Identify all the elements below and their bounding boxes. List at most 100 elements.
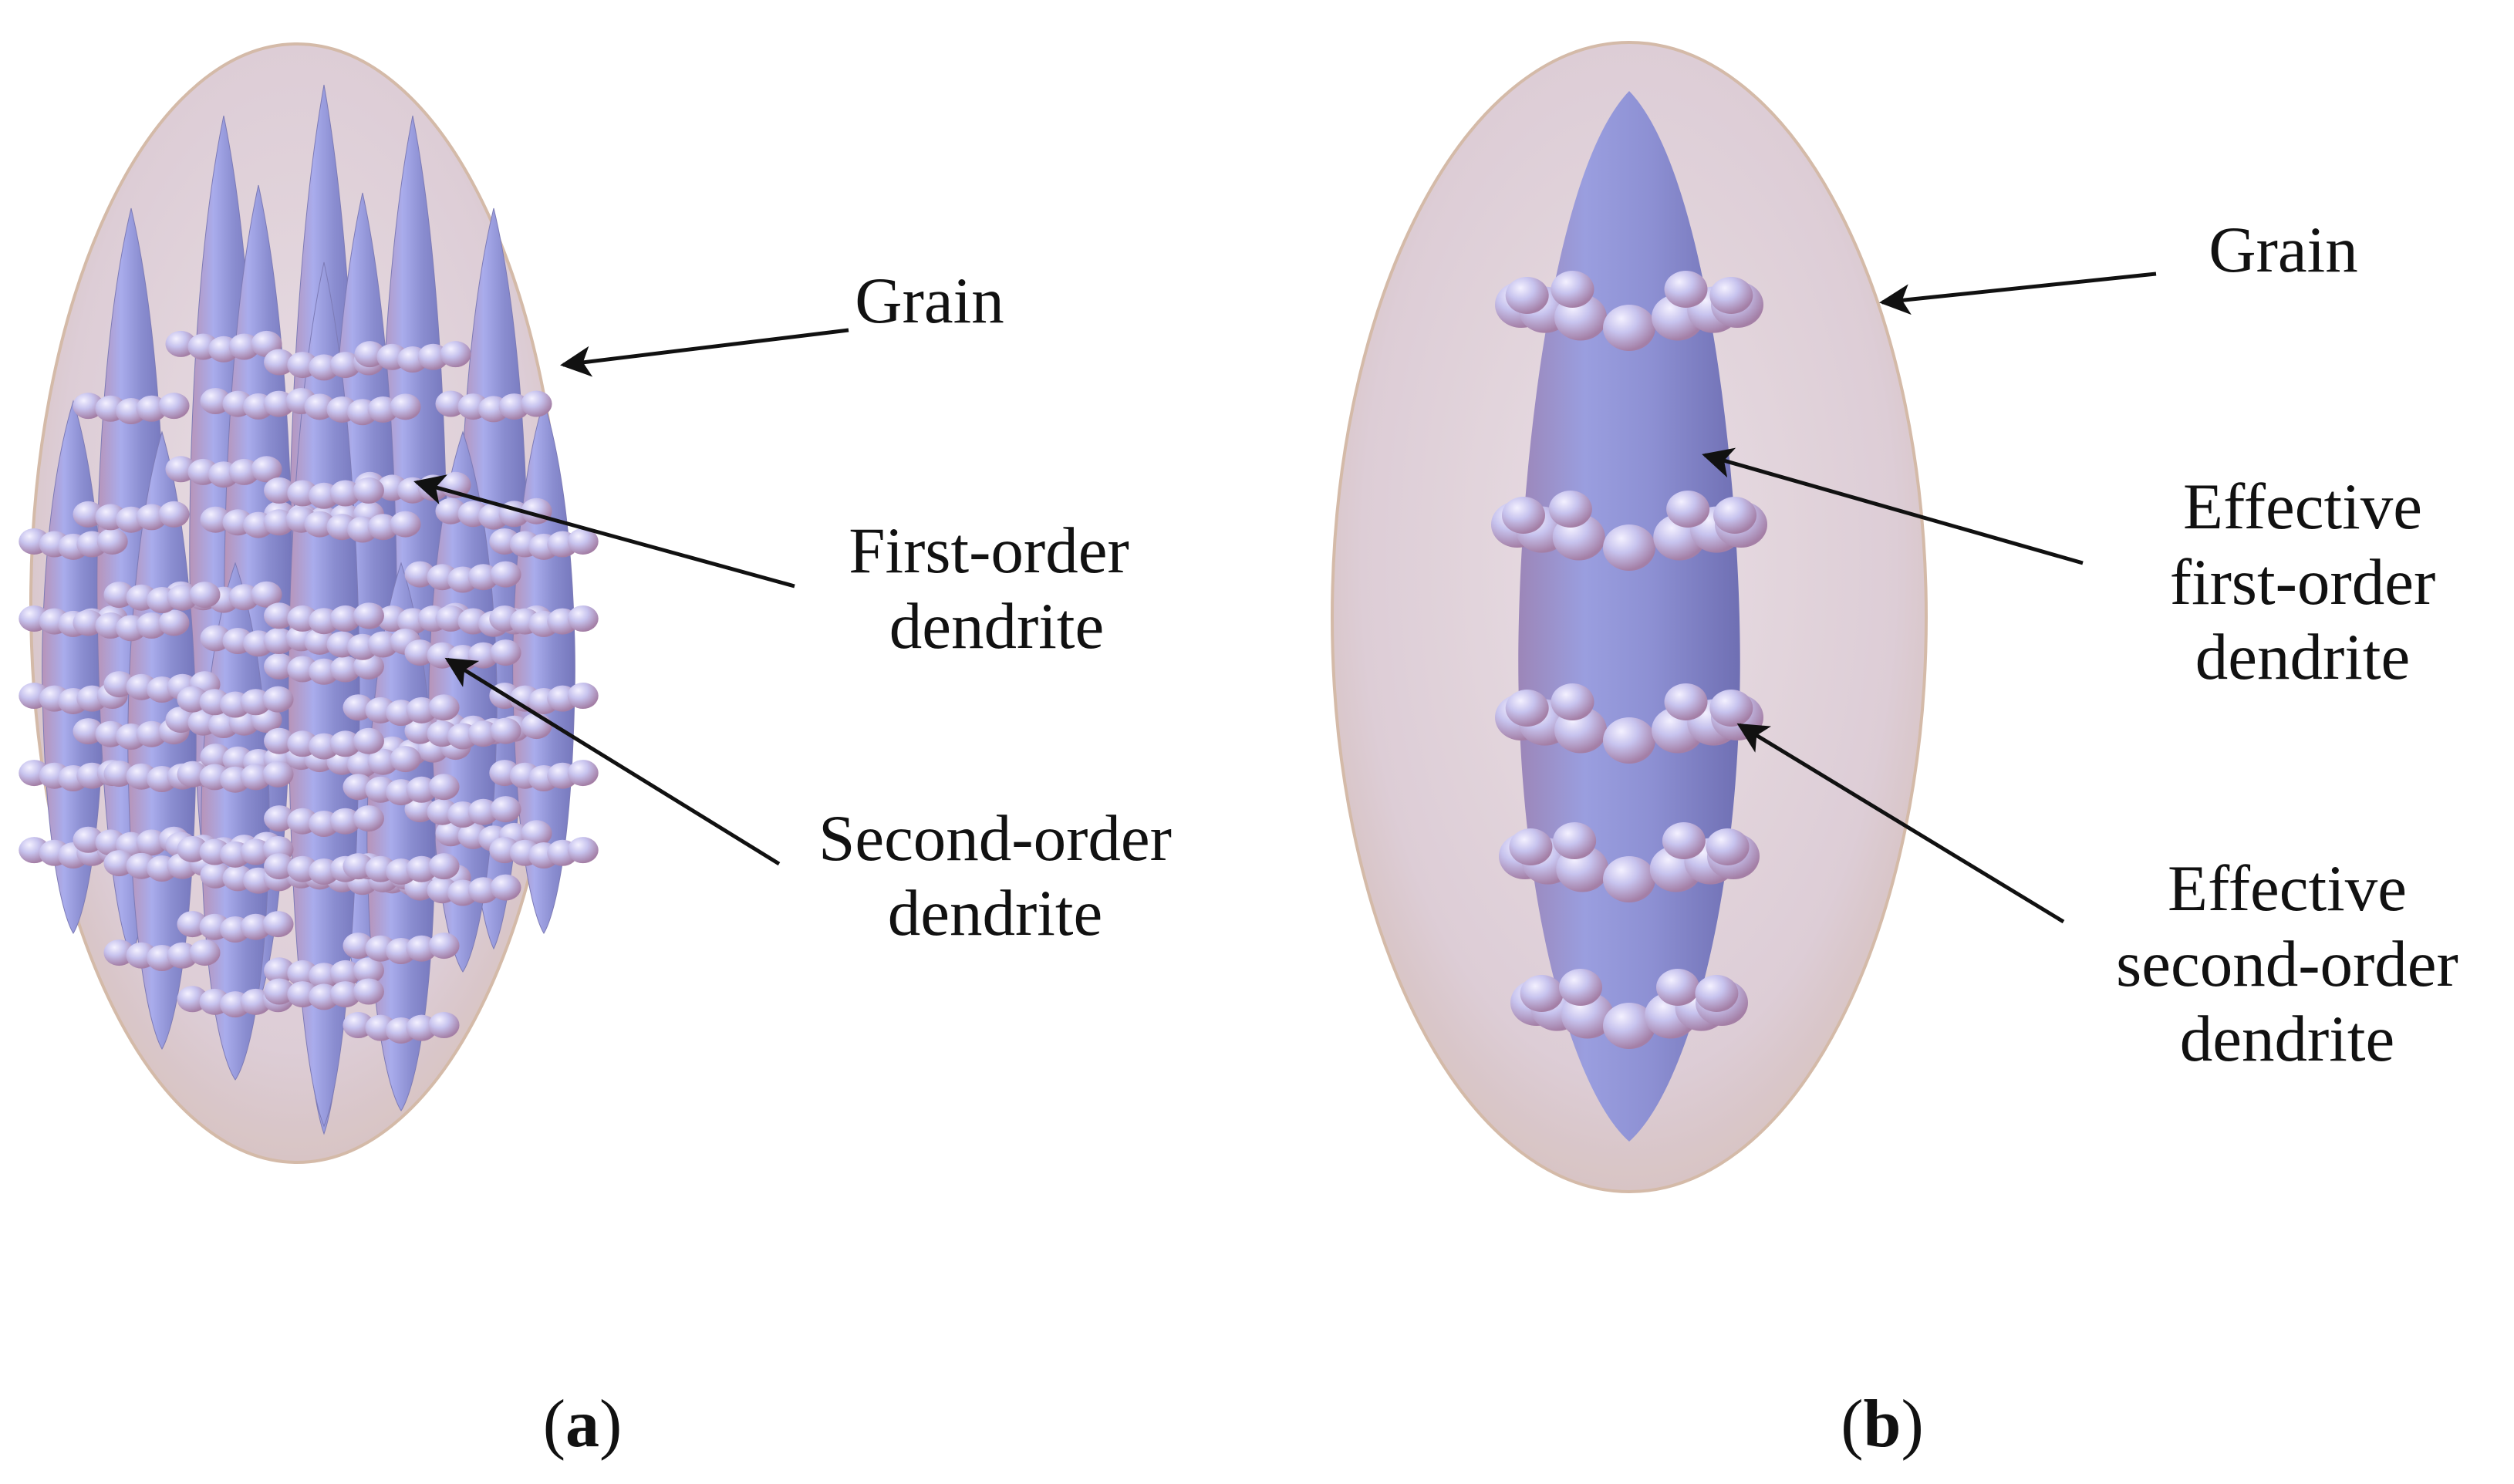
second-order-dendrite-bead	[264, 805, 295, 832]
effective-second-order-dendrite-bead	[1520, 975, 1564, 1012]
effective-second-order-dendrite-bead	[1548, 491, 1592, 528]
effective-second-order-dendrite-bead	[1505, 277, 1549, 314]
second-order-dendrite-bead	[329, 960, 361, 987]
effective-second-order-dendrite-bead	[1553, 822, 1597, 859]
second-order-dendrite-bead	[521, 820, 552, 847]
arrow-first-order-b	[1702, 447, 2084, 565]
effective-second-order-dendrite-bead	[1603, 856, 1655, 902]
second-order-dendrite-bead	[96, 528, 128, 555]
second-order-dendrite-bead	[264, 957, 295, 984]
second-order-dendrite-bead	[329, 981, 361, 1008]
first-order-dendrite-needle	[288, 261, 360, 1128]
panel-b: Grain Effective first-order dendrite Eff…	[1331, 41, 2458, 1462]
second-order-dendrite-bead	[428, 1012, 460, 1039]
second-order-dendrite-bead	[264, 727, 295, 754]
effective-second-order-dendrite-bead	[1695, 975, 1739, 1012]
second-order-dendrite-bead	[521, 390, 552, 417]
label-grain-a: Grain	[855, 265, 1004, 337]
second-order-dendrite-bead	[189, 939, 221, 966]
second-order-dendrite-bead	[329, 605, 361, 632]
second-order-dendrite-bead	[440, 341, 471, 368]
second-order-dendrite-bead	[251, 581, 282, 608]
second-order-dendrite-bead	[428, 774, 460, 801]
effective-second-order-dendrite-bead	[1713, 497, 1757, 534]
second-order-dendrite-bead	[158, 501, 190, 528]
effective-second-order-dendrite-bead	[1509, 828, 1553, 865]
second-order-dendrite-bead	[353, 978, 384, 1005]
label-first-order-a-line2: dendrite	[889, 590, 1105, 663]
effective-second-order-dendrite-bead	[1603, 717, 1655, 764]
second-order-dendrite-bead	[567, 837, 599, 864]
second-order-dendrite-bead	[264, 853, 295, 880]
second-order-dendrite-bead	[567, 760, 599, 787]
second-order-dendrite-bead	[428, 694, 460, 721]
effective-second-order-dendrite-bead	[1501, 497, 1545, 534]
second-order-dendrite-bead	[390, 511, 421, 538]
second-order-dendrite-bead	[189, 582, 221, 609]
second-order-dendrite-bead	[264, 349, 295, 376]
second-order-dendrite-bead	[264, 602, 295, 629]
arrow-grain-a	[560, 328, 849, 377]
second-order-dendrite-bead	[390, 393, 421, 420]
label-second-order-b-line1: Effective	[2168, 852, 2407, 925]
panel-a: Grain First-order dendrite Second-order …	[19, 42, 1172, 1462]
second-order-dendrite-bead	[490, 796, 521, 823]
effective-second-order-dendrite-bead	[1664, 271, 1708, 308]
second-order-dendrite-bead	[158, 609, 190, 636]
second-order-dendrite-bead	[490, 717, 521, 744]
effective-second-order-dendrite-bead	[1656, 969, 1699, 1006]
second-order-dendrite-bead	[262, 761, 294, 788]
second-order-dendrite-bead	[567, 605, 599, 632]
second-order-dendrite-bead	[490, 561, 521, 588]
arrow-second-order-a	[444, 657, 781, 866]
effective-second-order-dendrite-bead	[1603, 305, 1655, 351]
effective-second-order-dendrite-bead	[1709, 277, 1753, 314]
label-grain-b: Grain	[2209, 214, 2358, 286]
second-order-dendrites-a	[19, 330, 599, 1044]
label-first-order-a-line1: First-order	[849, 514, 1129, 587]
arrow-first-order-a	[413, 474, 795, 589]
effective-second-order-dendrite-bead	[1603, 524, 1655, 571]
second-order-dendrite-bead	[329, 656, 361, 683]
second-order-dendrite-bead	[567, 683, 599, 710]
second-order-dendrite-bead	[251, 456, 282, 483]
second-order-dendrite-bead	[353, 805, 384, 832]
second-order-dendrite-bead	[329, 730, 361, 757]
second-order-dendrite-bead	[567, 528, 599, 555]
second-order-dendrite-bead	[490, 639, 521, 666]
second-order-dendrite-bead	[329, 480, 361, 507]
effective-second-order-dendrite-bead	[1664, 683, 1708, 720]
second-order-dendrite-bead	[158, 393, 190, 420]
second-order-dendrite-bead	[521, 713, 552, 740]
second-order-dendrite-bead	[390, 746, 421, 773]
arrow-second-order-b	[1736, 723, 2065, 924]
label-first-order-b-line2: first-order	[2170, 546, 2436, 619]
second-order-dendrite-bead	[264, 978, 295, 1005]
effective-second-order-dendrite-bead	[1709, 690, 1753, 727]
effective-second-order-dendrites-b	[1491, 271, 1767, 1049]
effective-second-order-dendrite-bead	[1551, 683, 1594, 720]
label-first-order-b-line1: Effective	[2183, 470, 2422, 543]
second-order-dendrite-bead	[490, 874, 521, 901]
second-order-dendrite-bead	[428, 933, 460, 960]
second-order-dendrite-bead	[353, 602, 384, 629]
label-second-order-a-line2: dendrite	[888, 877, 1103, 949]
second-order-dendrite-bead	[262, 911, 294, 938]
label-first-order-b-line3: dendrite	[2195, 621, 2411, 693]
effective-second-order-dendrite-bead	[1706, 828, 1750, 865]
second-order-dendrite-bead	[353, 957, 384, 984]
arrow-grain-b	[1879, 272, 2157, 315]
effective-second-order-dendrite-bead	[1551, 271, 1594, 308]
label-second-order-a-line1: Second-order	[818, 802, 1172, 875]
second-order-dendrite-bead	[353, 477, 384, 504]
second-order-dendrite-bead	[264, 477, 295, 504]
second-order-dendrite-bead	[264, 653, 295, 680]
caption-b: (b)	[1841, 1387, 1924, 1462]
second-order-dendrite-bead	[353, 727, 384, 754]
label-second-order-b-line2: second-order	[2116, 928, 2458, 1000]
effective-second-order-dendrite-bead	[1666, 491, 1710, 528]
second-order-dendrite-bead	[428, 853, 460, 880]
effective-second-order-dendrite-bead	[1662, 822, 1706, 859]
second-order-dendrite-bead	[329, 352, 361, 379]
